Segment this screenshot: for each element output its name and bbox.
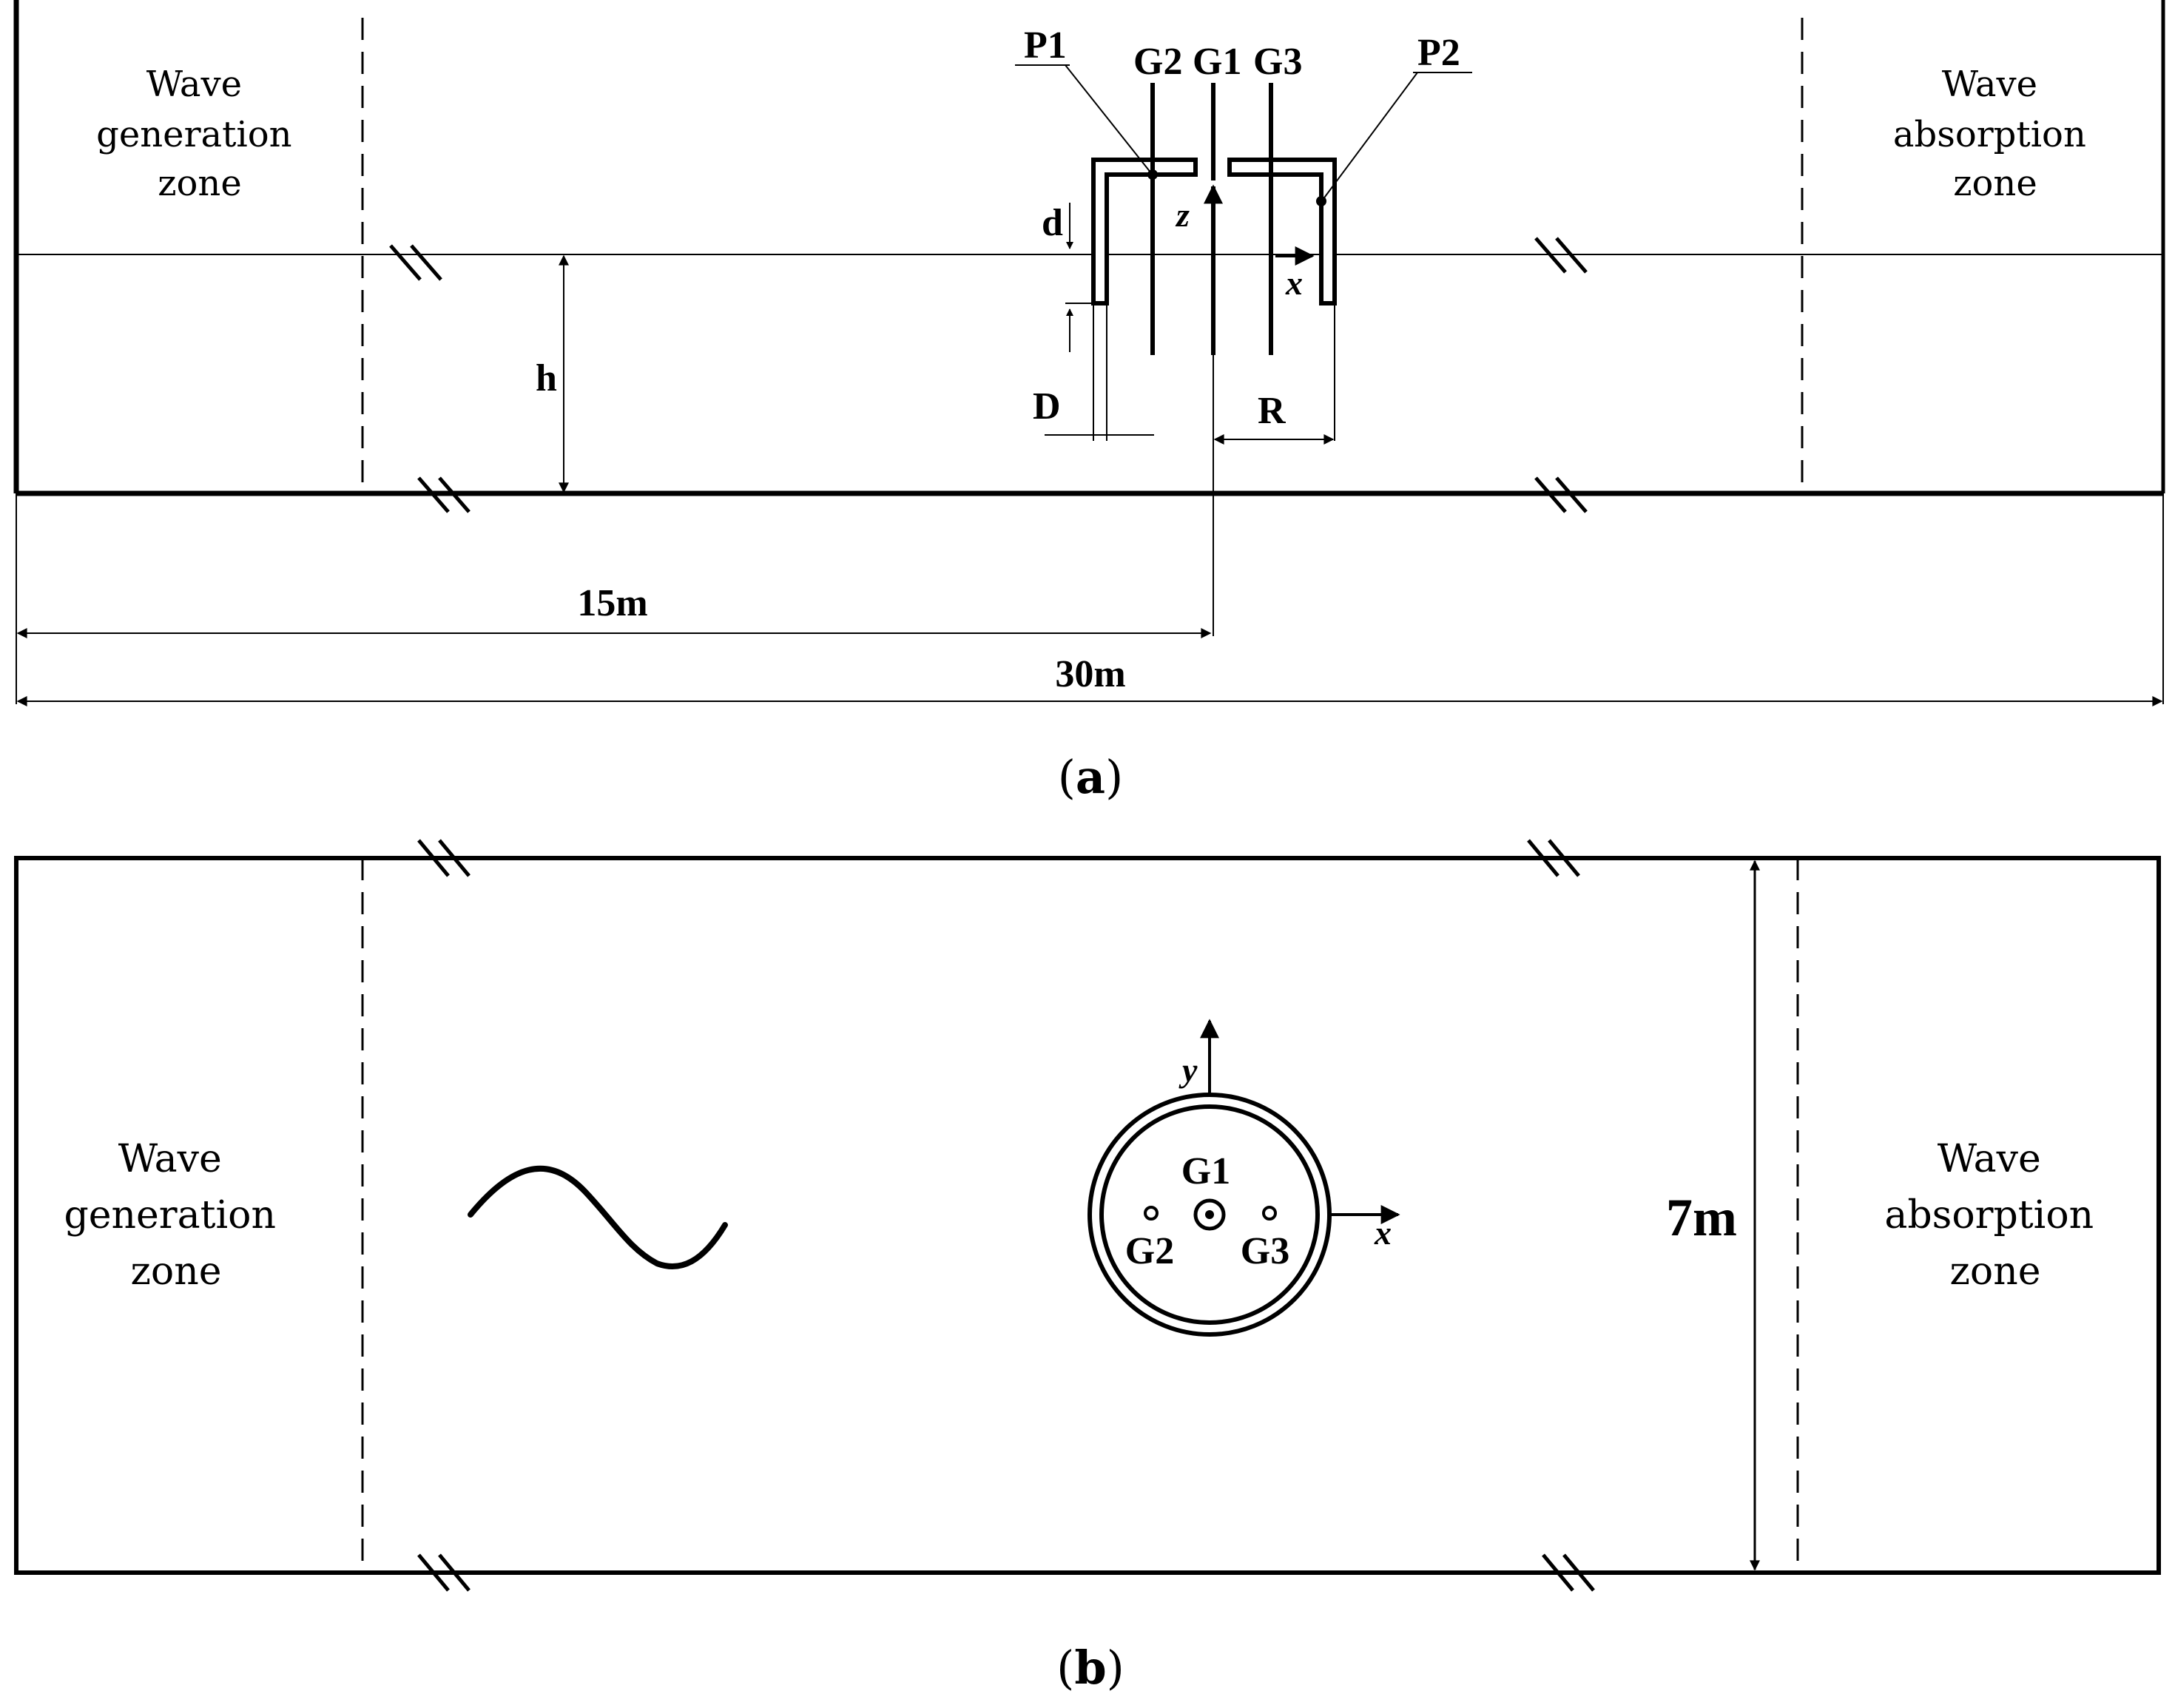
z-axis-label: z (1175, 196, 1190, 234)
plan-g2-label: G2 (1125, 1230, 1174, 1272)
gauge-g1-dot (1205, 1210, 1214, 1219)
plan-x-label: x (1374, 1214, 1392, 1252)
panel-a-side-view: Wave generation zone Wave absorption zon… (13, 0, 2165, 804)
dim-15m-label: 15m (577, 582, 647, 624)
D-large-label: D (1033, 385, 1061, 428)
g1-label: G1 (1193, 41, 1241, 83)
p1-leader (1065, 64, 1152, 174)
caption-a: (a) (1058, 750, 1124, 804)
caption-b: (b) (1056, 1641, 1124, 1695)
incident-wave-symbol (468, 1165, 728, 1269)
gauge-g2-dot (1144, 1206, 1159, 1221)
plan-y-label: y (1178, 1051, 1198, 1089)
plan-break-marks (417, 839, 1595, 1592)
g3-label: G3 (1253, 41, 1302, 83)
panel-b-plan-view: Wave generation zone Wave absorption zon… (14, 839, 2161, 1695)
right-zone-label: Wave absorption zone (1893, 64, 2097, 204)
gauge-g1-ring (1193, 1198, 1226, 1231)
cylinder-inner-wall (1099, 1104, 1320, 1325)
h-label: h (536, 357, 557, 399)
plan-g1-label: G1 (1181, 1150, 1230, 1192)
dim-7m-label: 7m (1666, 1188, 1737, 1247)
gauge-g3-dot (1262, 1206, 1277, 1221)
g2-label: G2 (1133, 41, 1182, 83)
structure-right-wall (1227, 158, 1337, 306)
x-axis-label: x (1285, 264, 1303, 302)
plan-g3-label: G3 (1241, 1230, 1289, 1272)
break-marks (389, 237, 1588, 513)
plan-right-zone-label: Wave absorption zone (1884, 1137, 2105, 1294)
left-zone-label: Wave generation zone (96, 64, 303, 204)
d-small-label: d (1042, 202, 1063, 244)
R-label: R (1258, 390, 1287, 432)
tank-plan-outline (14, 856, 2161, 1575)
p1-label: P1 (1024, 24, 1067, 67)
plan-left-zone-label: Wave generation zone (64, 1137, 288, 1294)
p2-label: P2 (1417, 32, 1460, 74)
dim-30m-label: 30m (1055, 653, 1125, 695)
p2-leader (1322, 72, 1418, 200)
